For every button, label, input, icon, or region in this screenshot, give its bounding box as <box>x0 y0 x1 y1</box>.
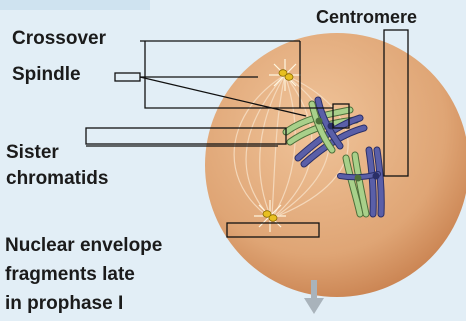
label-nuclear-line-1: Nuclear envelope <box>5 231 162 260</box>
label-sister-line-2: chromatids <box>6 166 108 192</box>
label-centromere: Centromere <box>316 6 417 29</box>
header-strip <box>0 0 150 10</box>
label-spindle: Spindle <box>12 63 81 86</box>
label-nuclear-line-2: fragments late <box>5 260 162 289</box>
label-sister-line-1: Sister <box>6 140 108 166</box>
cell <box>205 33 466 297</box>
spindle-box <box>115 73 140 81</box>
label-nuclear-envelope: Nuclear envelope fragments late in proph… <box>5 231 162 318</box>
label-sister-chromatids: Sister chromatids <box>6 140 108 192</box>
label-crossover: Crossover <box>12 27 106 50</box>
label-nuclear-line-3: in prophase I <box>5 289 162 318</box>
